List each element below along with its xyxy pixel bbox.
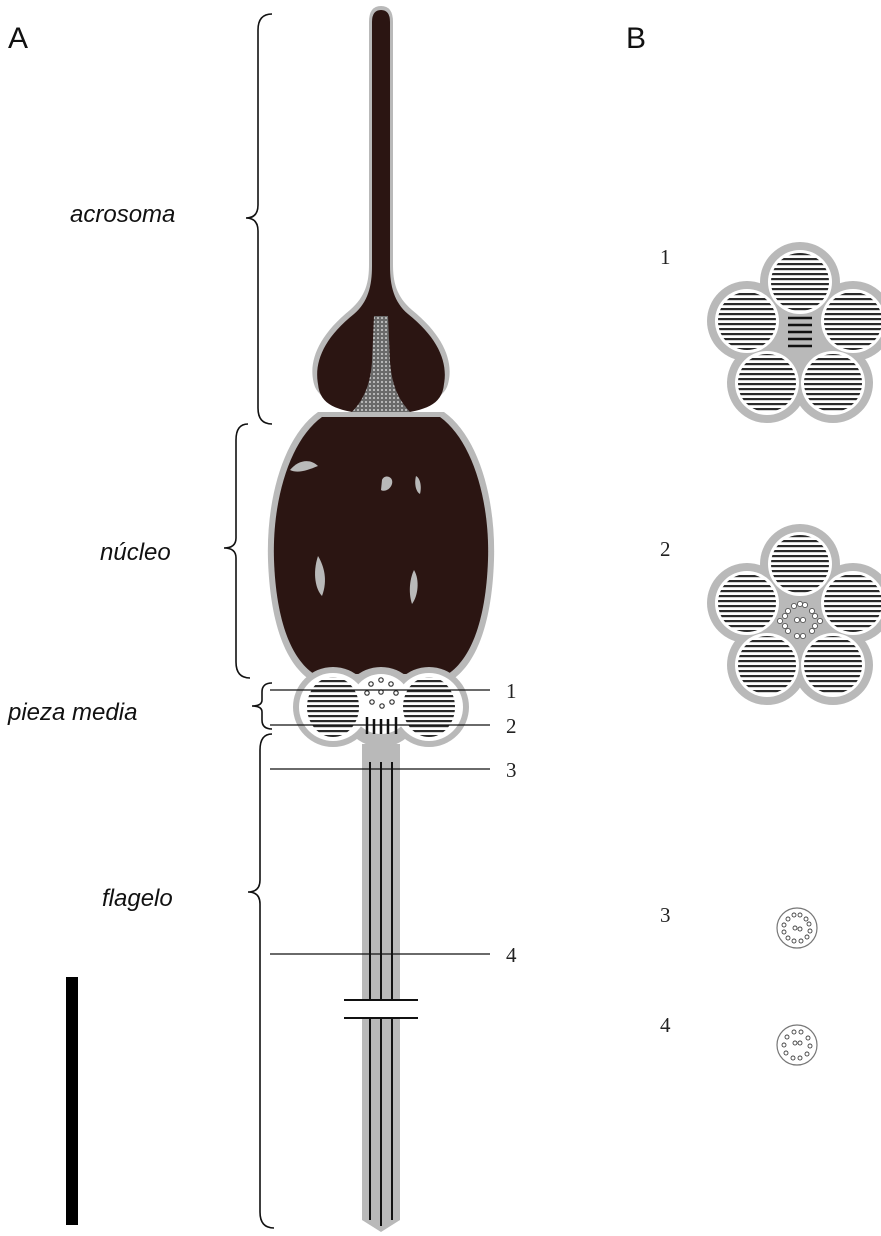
cross-section-1 (707, 242, 881, 423)
sperm-head (268, 6, 494, 680)
section-marker-4: 4 (506, 943, 517, 967)
acrosome-label: acrosoma (70, 201, 175, 228)
midpiece-label: pieza media (7, 699, 137, 726)
nucleus-label: núcleo (100, 539, 171, 566)
nucleus-brace (224, 424, 250, 678)
midpiece-brace (252, 683, 272, 729)
flagellum (344, 744, 418, 1232)
panel-b-label: B (626, 22, 646, 55)
cross-section-label-4: 4 (660, 1013, 671, 1037)
panel-a-label: A (8, 22, 28, 55)
mitochondrion (307, 677, 359, 737)
section-marker-1: 1 (506, 679, 517, 703)
cross-section-4 (777, 1025, 817, 1065)
midpiece (293, 667, 469, 747)
cross-section-label-3: 3 (660, 903, 671, 927)
section-marker-3: 3 (506, 758, 517, 782)
acrosome-brace (246, 14, 272, 424)
flagellum-label: flagelo (102, 885, 173, 912)
flagellum-brace (248, 734, 274, 1228)
braces (224, 14, 274, 1228)
scale-bar (66, 977, 78, 1225)
cross-section-label-1: 1 (660, 245, 671, 269)
section-marker-2: 2 (506, 714, 517, 738)
cross-section-2 (707, 524, 881, 705)
nucleus (274, 417, 488, 674)
cross-section-label-2: 2 (660, 537, 671, 561)
cross-section-3 (777, 908, 817, 948)
mitochondrion (403, 677, 455, 737)
